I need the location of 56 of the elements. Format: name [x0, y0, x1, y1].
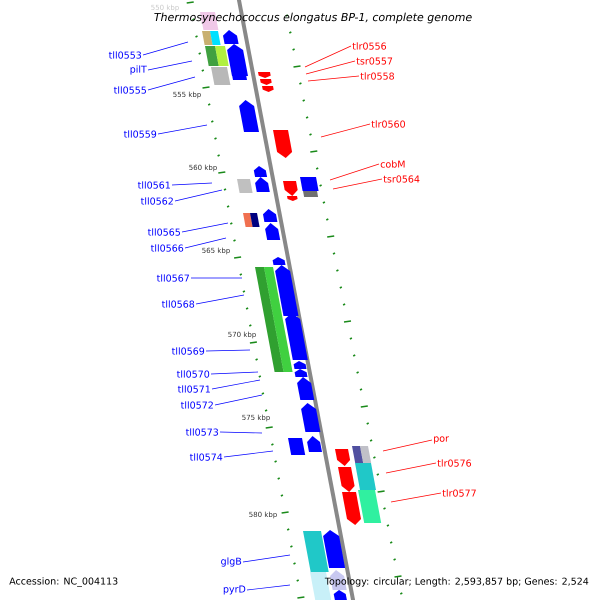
leader-line: [246, 584, 290, 590]
gene-label: tll0570: [176, 370, 210, 378]
gene-label: tll0571: [178, 385, 210, 393]
leader-line: [148, 76, 196, 90]
leader-line: [206, 350, 250, 352]
leader-line: [172, 182, 212, 186]
gene-label: tlr0558: [360, 72, 394, 80]
gene-label: tlr0576: [437, 459, 472, 467]
info-text: Topology: circular; Length: 2,593,857 bp; Genes: 2,524: [324, 577, 588, 587]
gene-label: tll0567: [156, 274, 189, 282]
leader-line: [210, 372, 258, 374]
gene-label: tll0555: [114, 86, 146, 94]
gene-label: tll0568: [162, 300, 194, 308]
leader-line: [142, 42, 188, 56]
gene-label: cobM: [380, 160, 405, 168]
leader-line: [242, 554, 290, 562]
leader-line: [330, 164, 380, 180]
gene-label: tll0559: [124, 130, 156, 138]
gene-label: tsr0557: [356, 57, 392, 65]
gene-label: tlr0556: [352, 42, 386, 50]
leader-line: [320, 124, 370, 138]
leader-line: [196, 294, 244, 304]
gene-label: tll0574: [190, 453, 222, 461]
gene-label: tll0553: [108, 51, 142, 59]
gene-label: tll0572: [180, 401, 213, 409]
leader-line: [304, 46, 352, 68]
gene-label: tll0561: [138, 181, 170, 189]
leader-line: [212, 380, 260, 390]
gene-label: tll0573: [186, 428, 218, 436]
leader-line: [214, 394, 262, 406]
leader-line: [308, 76, 360, 82]
leader-line: [390, 492, 442, 502]
title: Thermosynechococcus elongatus BP-1, complete genome: [154, 12, 472, 24]
gene-label: glgB: [221, 557, 242, 567]
leader-line: [182, 222, 228, 232]
gene-label: tll0566: [150, 244, 184, 252]
gene-label: tll0565: [148, 228, 180, 236]
leader-line: [332, 178, 382, 190]
leader-line: [382, 440, 432, 452]
gene-label: pyrD: [224, 586, 246, 594]
gene-label: por: [434, 436, 449, 444]
gene-label: tsr0564: [383, 175, 420, 183]
info-text: Accession: NC_004113: [9, 577, 118, 587]
leader-line: [224, 450, 274, 458]
leader-line: [174, 190, 222, 202]
gene-label: tlr0560: [371, 120, 405, 128]
gene-label: tll0562: [140, 197, 173, 205]
leader-line: [306, 60, 356, 74]
gene-label: tll0569: [172, 347, 204, 355]
gene-label: pilT: [130, 65, 147, 75]
leader-line: [148, 60, 192, 70]
gene-label: tlr0577: [442, 489, 476, 497]
leader-line: [184, 238, 226, 248]
leader-line: [386, 462, 436, 474]
leader-line: [158, 124, 208, 134]
leader-line: [220, 432, 262, 434]
